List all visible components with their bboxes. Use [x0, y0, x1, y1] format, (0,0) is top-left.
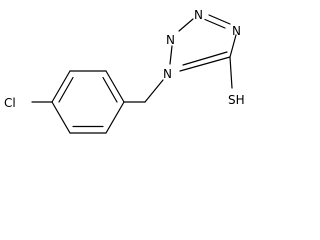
ch2-to-n-bond — [144, 79, 164, 103]
tetrazole-bond-n4-c5 — [229, 34, 237, 58]
nitrogen-label-lower-left: N — [166, 33, 175, 47]
tetrazole-bond-n1-n2 — [169, 45, 173, 65]
benzene-ring — [51, 70, 125, 134]
thiol-label: SH — [228, 93, 245, 107]
tetrazole-bond-c5-n1 — [179, 56, 231, 72]
tetrazole-bond-n3-n4 — [208, 14, 231, 25]
tetrazole-double-bond-n3-n4 — [204, 18, 226, 29]
tetrazole-ring — [169, 14, 237, 72]
nitrogen-label-ring-right: N — [163, 67, 172, 81]
nitrogen-label-upper-left: N — [194, 8, 203, 22]
nitrogen-label-top: N — [232, 24, 241, 38]
benzene-double-bond-inner-2 — [102, 76, 118, 103]
thiol-bond — [229, 56, 233, 89]
tetrazole-double-bond-c5-n1 — [182, 51, 228, 66]
benzene-double-bond-inner-1 — [58, 76, 74, 103]
benzene-bond-6 — [51, 101, 71, 134]
benzene-bond-4 — [105, 101, 125, 134]
tetrazole-bond-n2-n3 — [178, 18, 194, 32]
benzene-bond-3 — [105, 70, 125, 103]
chemical-structure-diagram: Cl SH N N N N — [4, 8, 245, 134]
benzene-bond-1 — [51, 70, 71, 103]
structure-canvas: Cl SH N N N N — [4, 8, 245, 134]
chlorine-label: Cl — [4, 96, 16, 110]
